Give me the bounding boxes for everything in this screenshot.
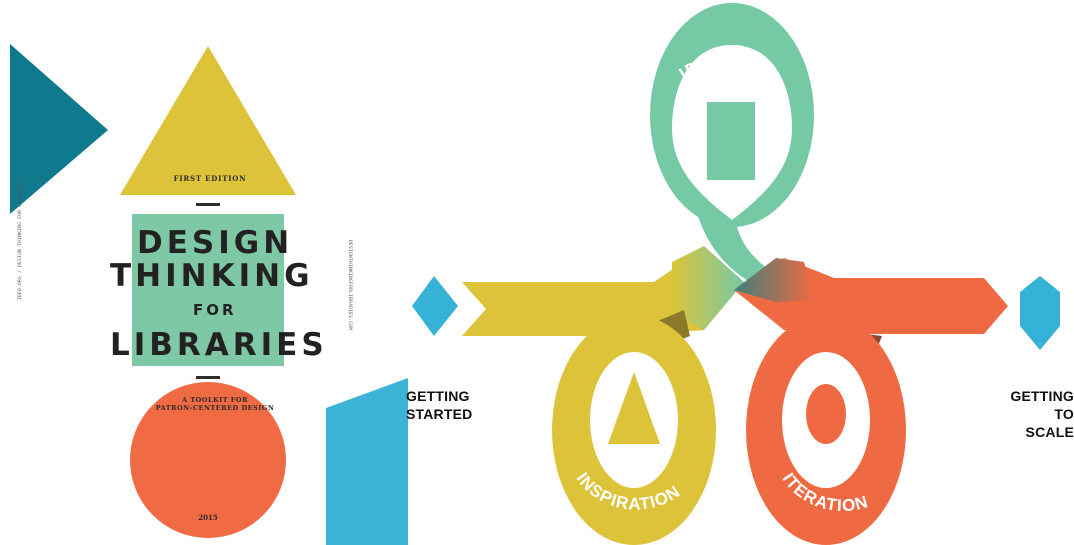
start-hexagon-icon [412,276,458,336]
title-line-design: DESIGN [137,225,294,261]
mint-rectangle-icon [132,214,284,366]
subtitle-line-2: PATRON-CENTERED DESIGN [155,404,275,413]
title-bottom-rule [196,376,220,379]
getting-started-line-2: STARTED [406,406,473,422]
process-diagram: IDEATION INSPIRATION ITERATION GETTING S… [404,0,1074,545]
iteration-loop [746,315,906,545]
subtitle-line-1: A TOOLKIT FOR [181,396,248,404]
coral-circle-icon [130,382,286,538]
teal-triangle-icon [10,44,108,214]
circle-icon [806,384,846,444]
process-diagram-graphic: IDEATION INSPIRATION ITERATION [412,3,1060,545]
getting-started-line-1: GETTING [406,388,470,404]
triangle-icon [608,372,660,444]
rectangle-icon [707,102,755,180]
book-cover: FIRST EDITION DESIGN THINKING FOR LIBRAR… [0,0,408,545]
getting-to-scale-label: GETTING TO SCALE [1004,387,1074,441]
band-blend-right [734,258,814,302]
cover-year: 2015 [198,513,218,522]
inspiration-loop [552,310,716,545]
spine-text-right: DESIGNTHINKINGFORLIBRARIES.COM [347,240,352,331]
title-line-libraries: LIBRARIES [110,327,328,363]
getting-to-scale-line-1: GETTING [1010,388,1074,404]
yellow-triangle-icon [120,46,296,195]
title-line-for: FOR [193,301,237,319]
spine-text-left: IDEO.ORG / DESIGN THINKING FOR LIBRARIES [18,179,23,300]
blue-hexagon-icon [326,378,408,545]
cover-shapes [10,44,408,545]
getting-to-scale-line-2: TO SCALE [1025,406,1074,440]
end-hexagon-icon [1020,276,1060,350]
cover-subtitle: A TOOLKIT FOR PATRON-CENTERED DESIGN [150,396,280,412]
ideation-loop [650,3,814,290]
band-blend-left [672,246,744,330]
getting-started-label: GETTING STARTED [406,387,472,423]
title-line-thinking: THINKING [110,258,314,294]
edition-label: FIRST EDITION [173,174,247,183]
title-top-rule [196,203,220,206]
